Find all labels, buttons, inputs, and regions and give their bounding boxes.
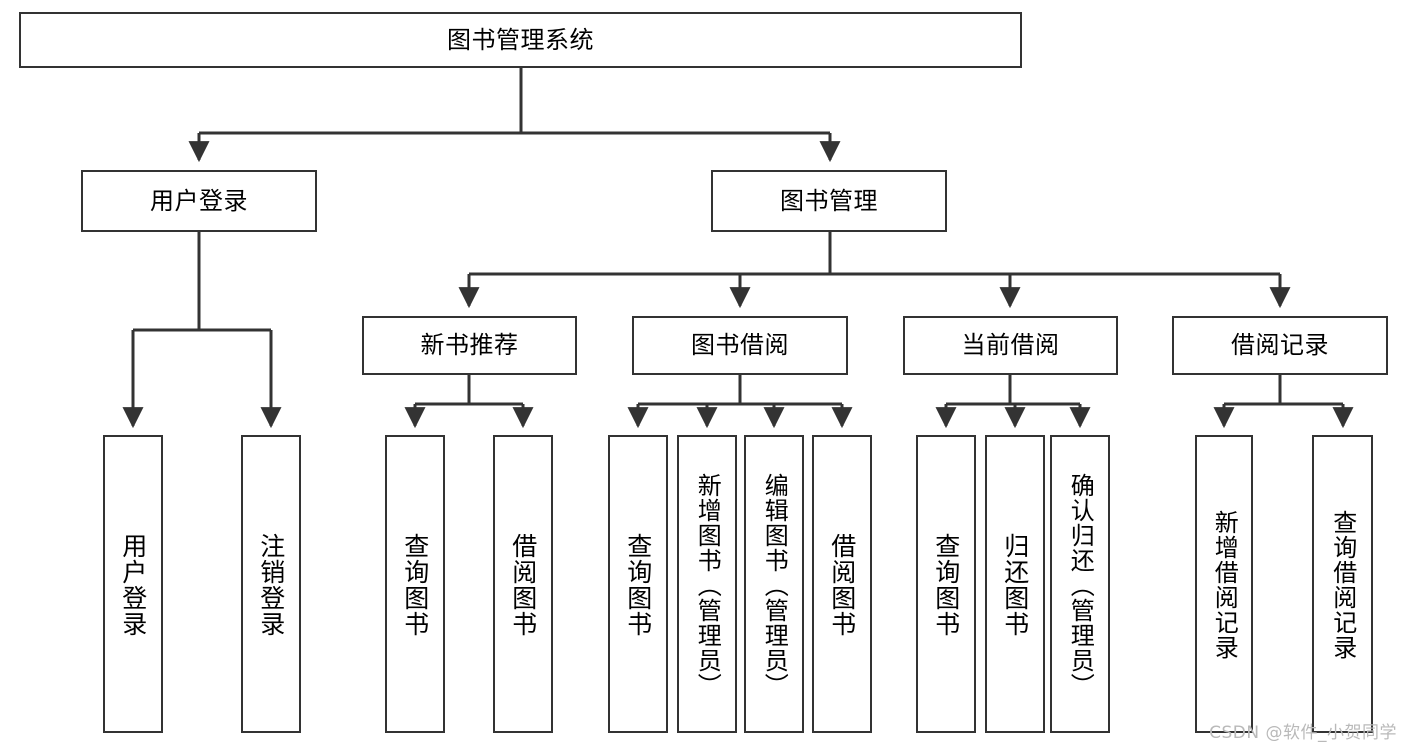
node-label: 新书推荐: [420, 331, 519, 360]
node-label: 归还图书: [1000, 533, 1030, 637]
watermark: CSDN @软件_小贺同学: [1209, 723, 1397, 743]
node-label: 借阅图书: [827, 533, 857, 637]
node-leaf-query-book-current[interactable]: 查询图书: [916, 435, 976, 733]
node-user-login[interactable]: 用户登录: [81, 170, 317, 232]
node-new-book-recommend[interactable]: 新书推荐: [362, 316, 577, 375]
node-leaf-borrow-book[interactable]: 借阅图书: [812, 435, 872, 733]
node-label: 图书管理系统: [447, 25, 594, 54]
node-leaf-edit-book-admin[interactable]: 编辑图书（管理员）: [744, 435, 804, 733]
node-label: 新增借阅记录: [1210, 510, 1239, 660]
node-label: 查询借阅记录: [1328, 510, 1357, 660]
node-root-system[interactable]: 图书管理系统: [19, 12, 1022, 68]
node-leaf-logout[interactable]: 注销登录: [241, 435, 301, 733]
node-label: 注销登录: [256, 533, 286, 637]
node-label: 查询图书: [931, 533, 961, 637]
node-leaf-user-login[interactable]: 用户登录: [103, 435, 163, 733]
node-leaf-query-book-recommend[interactable]: 查询图书: [385, 435, 445, 733]
node-book-borrow[interactable]: 图书借阅: [632, 316, 848, 375]
node-label: 查询图书: [623, 533, 653, 637]
node-label: 确认归还（管理员）: [1066, 472, 1095, 698]
node-label: 借阅图书: [508, 533, 538, 637]
node-leaf-borrow-book-recommend[interactable]: 借阅图书: [493, 435, 553, 733]
node-label: 图书管理: [780, 186, 878, 215]
node-label: 用户登录: [150, 186, 248, 215]
node-label: 用户登录: [118, 533, 148, 637]
node-label: 查询图书: [400, 533, 430, 637]
node-label: 编辑图书（管理员）: [760, 472, 789, 698]
node-label: 图书借阅: [691, 331, 789, 360]
node-label: 新增图书（管理员）: [693, 472, 722, 698]
node-leaf-query-book-borrow[interactable]: 查询图书: [608, 435, 668, 733]
node-borrow-record[interactable]: 借阅记录: [1172, 316, 1388, 375]
node-leaf-query-borrow-record[interactable]: 查询借阅记录: [1312, 435, 1373, 733]
node-current-borrow[interactable]: 当前借阅: [903, 316, 1118, 375]
node-book-management[interactable]: 图书管理: [711, 170, 947, 232]
node-label: 借阅记录: [1231, 331, 1329, 360]
node-leaf-confirm-return-admin[interactable]: 确认归还（管理员）: [1050, 435, 1110, 733]
node-leaf-add-borrow-record[interactable]: 新增借阅记录: [1195, 435, 1253, 733]
node-label: 当前借阅: [961, 331, 1060, 360]
node-leaf-return-book[interactable]: 归还图书: [985, 435, 1045, 733]
node-leaf-add-book-admin[interactable]: 新增图书（管理员）: [677, 435, 737, 733]
